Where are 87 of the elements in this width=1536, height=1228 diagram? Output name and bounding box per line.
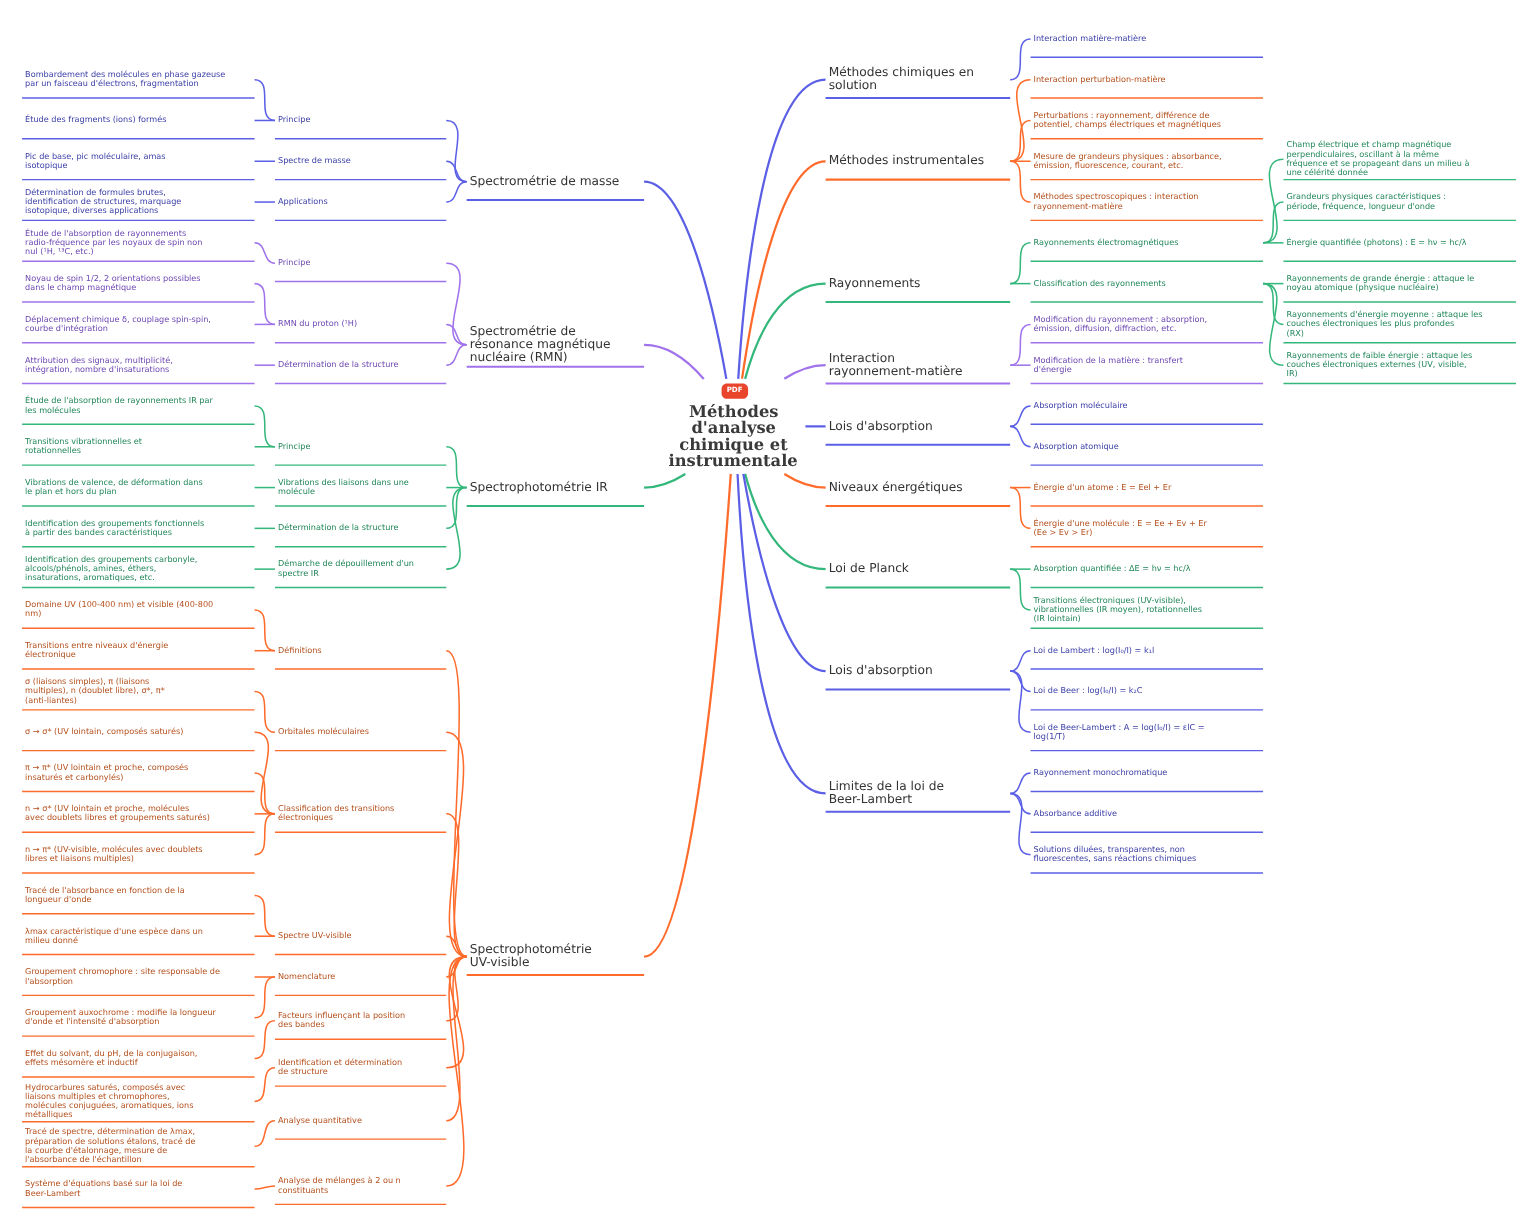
connector [1261,242,1284,244]
connector [1008,364,1031,366]
connector [252,527,275,530]
connector [252,649,275,652]
connector [444,446,467,489]
connector [1008,405,1031,428]
connector [1261,201,1284,244]
connector [252,323,275,326]
connector [252,731,275,815]
connector [252,160,275,163]
connector [1008,792,1031,856]
connector [1008,425,1031,448]
connector [1008,282,1031,285]
connector [252,772,275,815]
connector [252,119,275,122]
connector [1008,486,1031,489]
connector [1261,158,1284,244]
connector [1008,670,1031,734]
connector [252,690,275,734]
connector [444,262,467,346]
connector [252,486,275,489]
connector [1008,792,1031,815]
connector [643,473,685,489]
connector [444,344,467,366]
connector [444,955,467,978]
connector [252,282,275,326]
connector [252,1067,275,1103]
connector [444,649,467,958]
connector [1008,160,1031,203]
connector [642,180,727,380]
connector [444,486,467,489]
connector [252,813,275,856]
connector [252,1185,275,1190]
connector [1008,119,1031,163]
connector [736,78,825,379]
connector [739,160,825,379]
connector [1008,568,1031,611]
connector [252,976,275,1019]
connector [252,446,275,448]
connector [743,473,825,571]
connector [1008,670,1031,693]
connector [804,425,825,428]
connector [252,935,275,937]
connector [252,405,275,448]
connector [444,955,467,1122]
connector [1261,282,1284,366]
connector [252,242,275,264]
connector [1008,486,1031,530]
connector [444,955,467,1069]
connector [1008,323,1031,366]
connector [252,976,275,978]
connector [741,473,825,673]
connector [252,1020,275,1060]
connector [444,119,467,183]
connector [444,323,467,346]
connector [444,955,467,1187]
connector [444,813,467,958]
node-label: Méthodes d'analyse chimique et instrumentale [667,401,797,470]
connector [1261,282,1284,326]
connector [444,955,467,1022]
connector [252,364,275,366]
connector [1008,242,1031,285]
connector [782,364,825,380]
connector [444,486,467,570]
connector [1008,160,1031,163]
connector [252,568,275,570]
connector [252,609,275,652]
connector [743,282,825,380]
connector [1008,772,1031,795]
connector [782,473,825,489]
connector [252,894,275,937]
connector [444,486,467,530]
connector [252,1120,275,1148]
connector [252,813,275,815]
connector [444,935,467,958]
connector [642,473,731,958]
connector [1008,568,1031,570]
connector [643,343,704,380]
connector [252,78,275,122]
connector [1008,78,1031,163]
connector [444,160,467,183]
connector [735,473,825,795]
connector [444,731,467,958]
connector [252,201,275,203]
connector [444,180,467,203]
connector [1008,38,1031,81]
connector [1008,649,1031,672]
